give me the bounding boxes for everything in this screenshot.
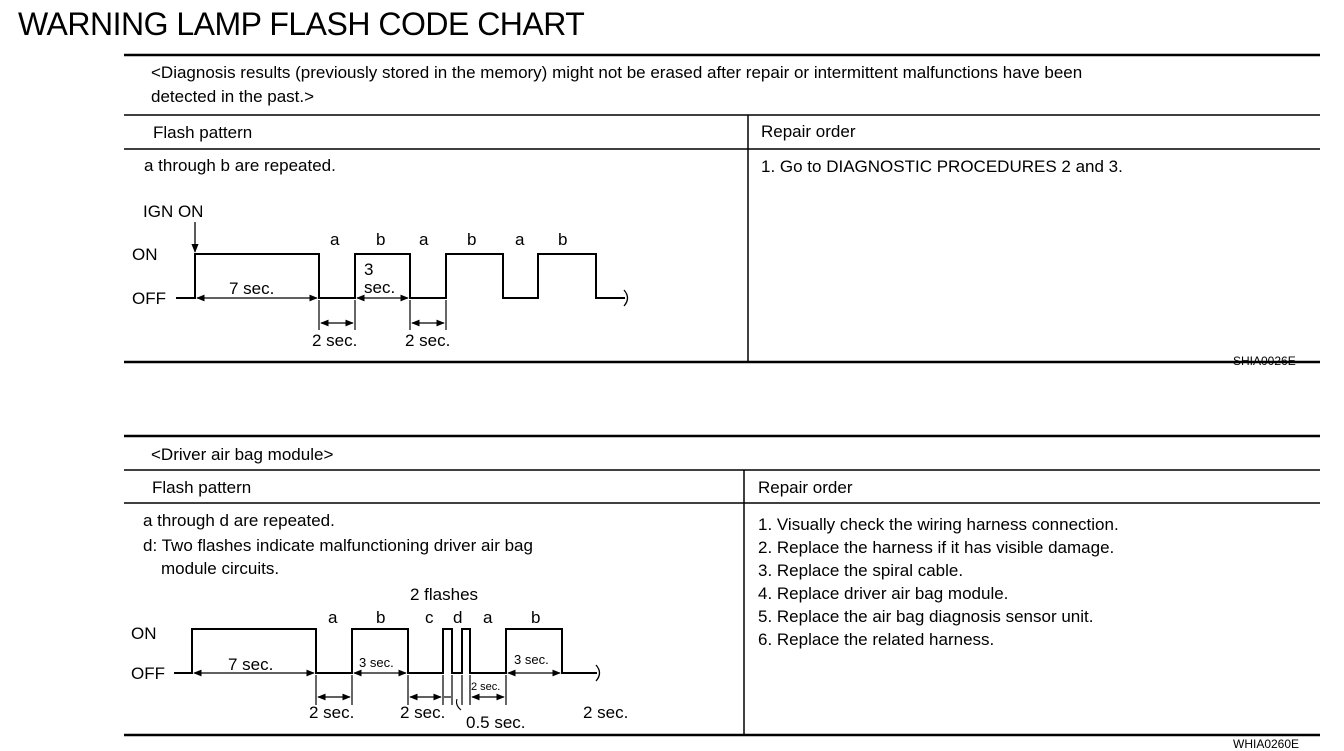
off-label-2: OFF	[131, 664, 165, 683]
pulse-letter: a	[330, 230, 340, 249]
repair-step: 4. Replace driver air bag module.	[758, 584, 1009, 603]
repair-step: 1. Visually check the wiring harness con…	[758, 515, 1119, 534]
table2-description-1: a through d are repeated.	[143, 511, 335, 530]
duration-3: 3	[364, 260, 374, 279]
page-title: WARNING LAMP FLASH CODE CHART	[18, 6, 585, 42]
duration-3-sec-unit: sec.	[364, 278, 396, 297]
table1-note-line2: detected in the past.>	[151, 87, 315, 106]
duration-0-5-sec: 0.5 sec.	[466, 713, 526, 732]
duration-7-sec: 7 sec.	[228, 655, 274, 674]
ign-on-label: IGN ON	[143, 202, 204, 221]
duration-3-sec: 3 sec.	[359, 655, 394, 670]
pulse-letter: b	[558, 230, 568, 249]
pulse-letter: d	[453, 608, 463, 627]
table1-repair-step-1: 1. Go to DIAGNOSTIC PROCEDURES 2 and 3.	[761, 157, 1123, 176]
pulse-letter: c	[425, 608, 434, 627]
duration-2-sec: 2 sec.	[309, 703, 355, 722]
table2-col-repair-order: Repair order	[758, 478, 853, 497]
pulse-letter: b	[376, 230, 386, 249]
duration-3-sec: 3 sec.	[514, 652, 549, 667]
duration-2-sec: 2 sec.	[400, 703, 446, 722]
table1-col-repair-order: Repair order	[761, 122, 856, 141]
table2-description-3: module circuits.	[161, 559, 280, 578]
pulse-letter: b	[531, 608, 541, 627]
table2-col-flash-pattern: Flash pattern	[152, 478, 252, 497]
pulse-letter: a	[515, 230, 525, 249]
table2-description-2: d: Two flashes indicate malfunctioning d…	[143, 536, 533, 555]
repair-step: 3. Replace the spiral cable.	[758, 561, 964, 580]
duration-2-sec: 2 sec.	[405, 331, 451, 350]
pulse-letter: a	[328, 608, 338, 627]
table1-note-line1: <Diagnosis results (previously stored in…	[151, 63, 1083, 82]
waveform-1	[176, 253, 625, 299]
repair-step: 5. Replace the air bag diagnosis sensor …	[758, 607, 1094, 626]
table1-figure-code: SHIA0026E	[1233, 354, 1296, 368]
pulse-letter: b	[376, 608, 386, 627]
waveform-2	[174, 628, 597, 674]
repair-step: 6. Replace the related harness.	[758, 630, 995, 649]
break-mark-1	[623, 289, 629, 307]
off-label-1: OFF	[132, 289, 166, 308]
repair-step: 2. Replace the harness if it has visible…	[758, 538, 1115, 557]
table1-description: a through b are repeated.	[144, 156, 336, 175]
break-mark-2	[595, 664, 601, 682]
pulse-letter: a	[483, 608, 493, 627]
duration-7-sec: 7 sec.	[229, 279, 275, 298]
table2-figure-code: WHIA0260E	[1233, 737, 1300, 751]
duration-2-sec: 2 sec.	[583, 703, 629, 722]
pulse-letter: b	[467, 230, 477, 249]
on-label-1: ON	[132, 245, 158, 264]
table1-col-flash-pattern: Flash pattern	[153, 123, 253, 142]
duration-2-sec: 2 sec.	[312, 331, 358, 350]
duration-2-sec-small: 2 sec.	[471, 681, 501, 693]
two-flashes-label: 2 flashes	[410, 585, 479, 604]
pulse-letter: a	[419, 230, 429, 249]
table2-note: <Driver air bag module>	[151, 445, 334, 464]
on-label-2: ON	[131, 624, 157, 643]
table2-repair-list: 1. Visually check the wiring harness con…	[758, 513, 1119, 651]
